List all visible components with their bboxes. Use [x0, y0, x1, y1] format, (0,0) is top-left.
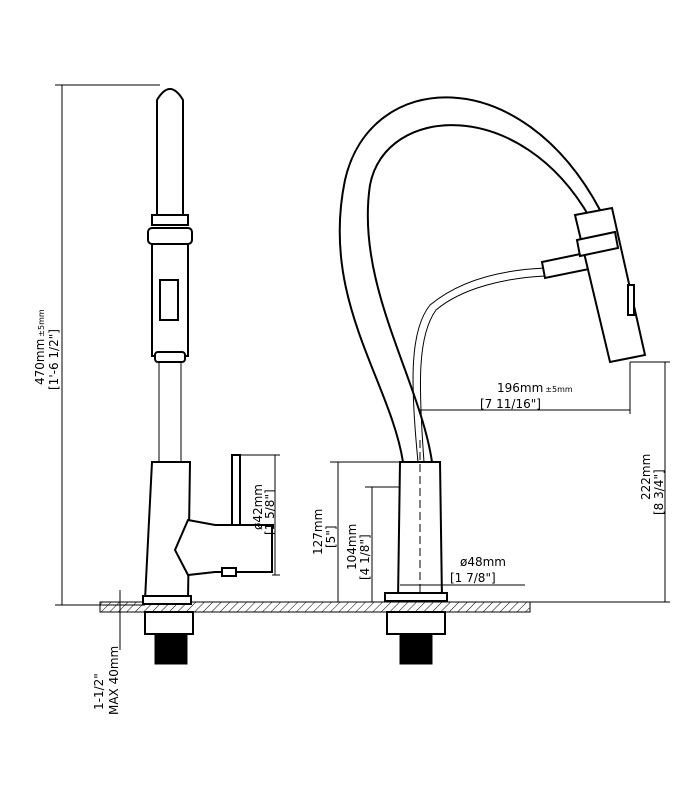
handle-height-label: 104mm	[345, 524, 359, 570]
spout-height-inch: [8 3/4"]	[652, 469, 666, 515]
base-diameter-inch: [1 7/8"]	[450, 571, 496, 585]
deck-thickness-inch: 1-1/2"	[92, 673, 106, 710]
spout-height-label: 222mm	[639, 454, 653, 500]
body-height-label: 127mm	[311, 509, 325, 555]
base-diameter-label: ø48mm	[460, 555, 506, 569]
handle-diameter-label: ø42mm	[251, 484, 265, 530]
countertop	[99, 601, 531, 613]
body-height-inch: [5"]	[324, 525, 338, 548]
faucet-side-view	[142, 88, 273, 665]
reach-label: 196mm±5mm	[497, 381, 573, 395]
overall-height-inch: [1'-6 1/2"]	[47, 329, 61, 390]
reach-inch: [7 11/16"]	[480, 397, 541, 411]
handle-diameter-inch: [1 5/8"]	[263, 489, 277, 535]
deck-thickness-mm: MAX 40mm	[107, 646, 121, 715]
faucet-front-view	[338, 96, 647, 665]
handle-height-inch: [4 1/8"]	[358, 534, 372, 580]
overall-height-label: 470mm±5mm	[33, 309, 47, 385]
dimension-lines	[55, 84, 670, 650]
